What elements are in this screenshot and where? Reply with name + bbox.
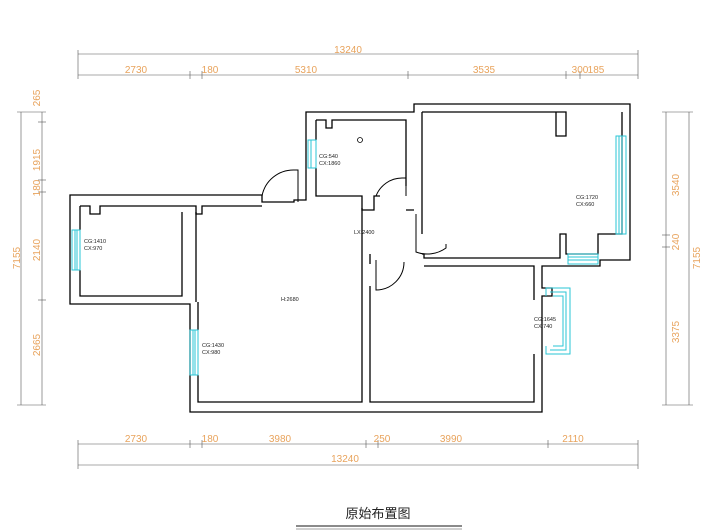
left-total-dim: 7155 [12,246,23,269]
kitchen-cg-label: CG:540 [319,154,338,160]
top-dim-5: 300 [572,65,589,76]
left-dim-3: 180 [32,179,43,196]
right-total-dim: 7155 [692,246,703,269]
left-dim-2: 1915 [32,148,43,171]
top-dim-4: 3535 [473,65,496,76]
corridor-lx-label: LX:2400 [354,230,375,236]
bottom-dim-3: 3980 [269,434,292,445]
plan-caption: 原始布置图 [345,506,410,521]
right-dim-3: 3375 [671,320,682,343]
bedroom-ne-cx-label: CX:660 [576,202,594,208]
bedroom-ne-cg-label: CG:1720 [576,195,598,201]
top-dim-6: 185 [588,65,605,76]
west-cx-label: CX:970 [84,246,102,252]
top-dim-3: 5310 [295,65,318,76]
bottom-dim-6: 2110 [562,434,584,445]
bottom-dim-5: 3990 [440,434,463,445]
left-dim-1: 265 [32,89,43,106]
living-cx-label: CX:980 [202,350,220,356]
left-dimension-lines [17,111,46,406]
left-dim-5: 2665 [32,333,43,356]
living-h-label: H:2680 [281,297,299,303]
left-dim-4: 2140 [32,238,43,261]
walls [69,103,631,413]
right-dim-1: 3540 [671,173,682,196]
top-total-dim: 13240 [334,45,362,56]
kitchen-cx-label: CX:1860 [319,161,340,167]
drain-icon [357,137,363,143]
bottom-dimension-lines [77,440,639,469]
windows [71,135,627,376]
se-cg-label: CG:1645 [534,317,556,323]
right-dimension-lines [662,111,693,406]
bottom-dim-2: 180 [202,434,219,445]
bottom-dim-4: 250 [374,434,391,445]
west-cg-label: CG:1410 [84,239,106,245]
bottom-dim-1: 2730 [125,434,148,445]
top-dim-1: 2730 [125,65,148,76]
living-cg-label: CG:1430 [202,343,224,349]
bottom-total-dim: 13240 [331,454,359,465]
top-dim-2: 180 [202,65,219,76]
doors [261,169,447,291]
se-cx-label: CX:740 [534,324,552,330]
right-dim-2: 240 [671,233,682,250]
top-dimension-lines [77,50,639,79]
